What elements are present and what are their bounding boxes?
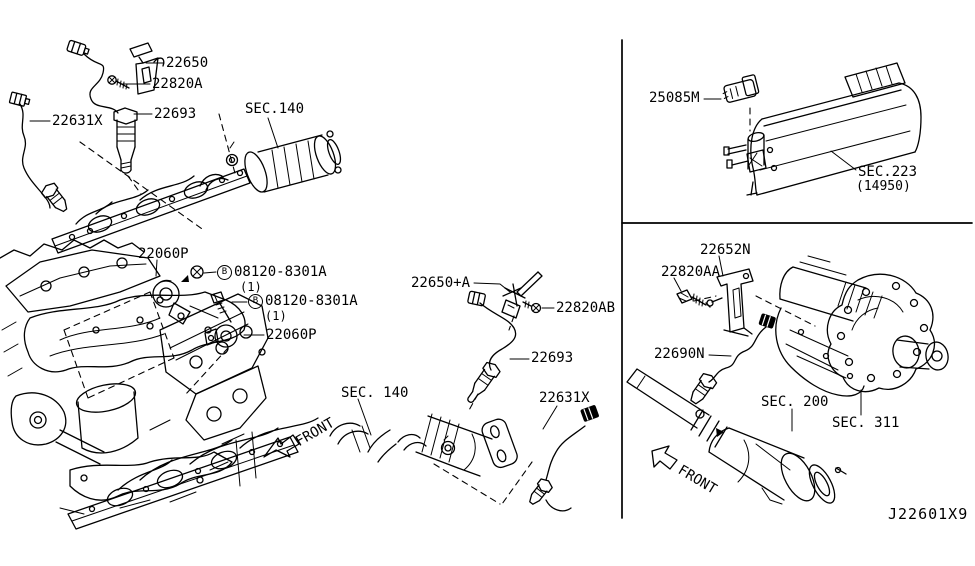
o2-sensor-22693-mid <box>467 290 517 413</box>
part-label-22693-mid[interactable]: 22693 <box>531 350 574 366</box>
section-label-sec223[interactable]: SEC.223 <box>858 164 918 180</box>
knock-sensor-bolt-1 <box>181 265 204 282</box>
bolt-prefix-b-icon: B <box>217 265 232 280</box>
part-label-22060P-2[interactable]: 22060P <box>266 327 317 343</box>
part-label-bolt-1[interactable]: B 08120-8301A <box>217 265 327 280</box>
knock-sensor-2-22060P <box>204 324 238 348</box>
o2-sensor-22693-top <box>113 107 138 174</box>
canister-sensor-25085M <box>722 74 760 132</box>
leader-lines <box>29 62 862 436</box>
o2-sensor-22631X-mid <box>433 405 599 512</box>
part-label-22690N[interactable]: 22690N <box>654 346 705 362</box>
knock-sensor-guides <box>63 291 229 399</box>
knock-sensor-1-22060P <box>152 279 191 325</box>
exhaust-manifold-sec140-bottom <box>67 413 518 530</box>
o2-sensor-harness-22650 <box>66 39 165 114</box>
sensor-bracket-22650A <box>501 271 543 319</box>
o2-sensor-22690N <box>690 313 776 419</box>
bracket-screw-22820A <box>107 75 130 90</box>
bracket-22652N <box>706 268 816 337</box>
knock-sensor-bolt-2 <box>210 291 232 323</box>
section-label-sec140-top[interactable]: SEC.140 <box>245 101 305 117</box>
bolt-1-quantity: (1) <box>240 280 262 294</box>
front-arrow-right <box>651 445 678 470</box>
divider-lines <box>621 39 973 519</box>
bracket-bolt-22820AA <box>676 289 717 308</box>
part-label-22060P-1[interactable]: 22060P <box>138 246 189 262</box>
bolt-2-quantity: (1) <box>265 309 287 323</box>
bolt-part-number: 08120-8301A <box>265 293 358 310</box>
catalytic-converter-sec200 <box>626 368 847 505</box>
section-label-sec200[interactable]: SEC. 200 <box>761 394 829 410</box>
part-label-22650A[interactable]: 22650+A <box>411 275 471 291</box>
part-label-22820AA[interactable]: 22820AA <box>661 264 721 280</box>
diagram-code: J22601X9 <box>888 505 969 523</box>
part-label-bolt-2[interactable]: B 08120-8301A <box>248 294 358 309</box>
part-label-22650[interactable]: 22650 <box>166 55 209 71</box>
exhaust-manifold-sec140-top <box>51 130 342 254</box>
bolt-prefix-b-icon: B <box>248 294 263 309</box>
part-label-22631X-top[interactable]: 22631X <box>52 113 103 129</box>
section-label-sec140-bottom[interactable]: SEC. 140 <box>341 385 409 401</box>
section-label-sec311[interactable]: SEC. 311 <box>832 415 900 431</box>
part-label-22820A[interactable]: 22820A <box>152 76 203 92</box>
o2-sensor-22631X-top <box>8 91 68 213</box>
bracket-screw-22820AB <box>522 300 542 314</box>
part-label-25085M[interactable]: 25085M <box>649 90 700 106</box>
evap-canister-sec223 <box>723 62 922 196</box>
bolt-part-number: 08120-8301A <box>234 264 327 281</box>
part-label-22631X-mid[interactable]: 22631X <box>539 390 590 406</box>
part-label-22820AB[interactable]: 22820AB <box>556 300 616 316</box>
part-label-22652N[interactable]: 22652N <box>700 242 751 258</box>
transmission-sec311 <box>775 255 949 397</box>
part-label-22693-top[interactable]: 22693 <box>154 106 197 122</box>
insertion-guides-top-left <box>79 113 237 232</box>
front-arrow-mid <box>263 434 300 458</box>
section-code-14950: (14950) <box>856 179 911 194</box>
